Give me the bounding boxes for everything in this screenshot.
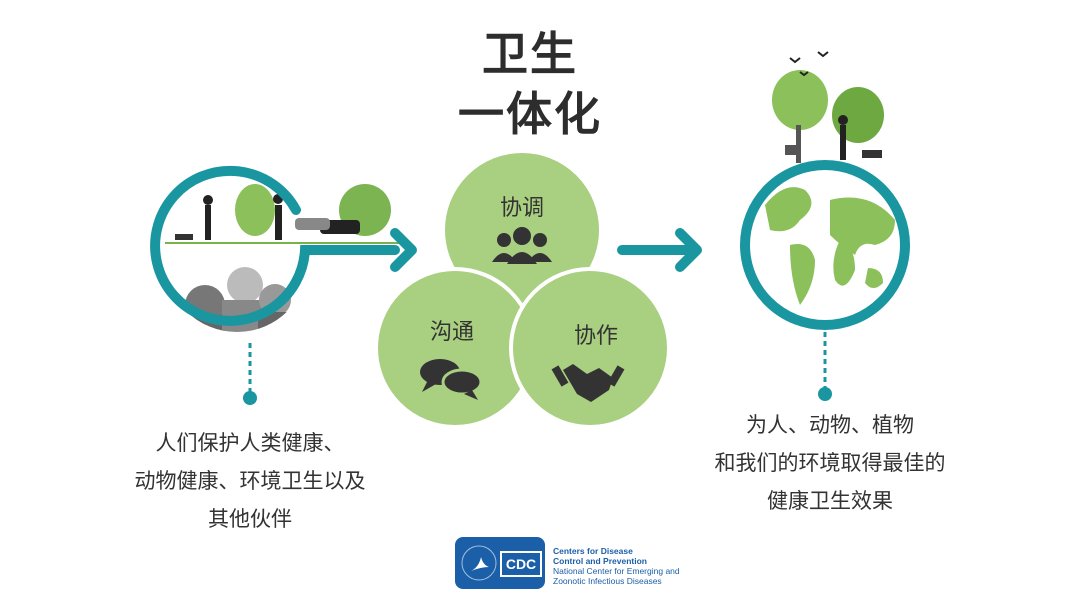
right-dot [818,387,832,401]
speech-bubbles-icon [420,359,483,400]
cdc-line-3: National Center for Emerging and [553,566,680,576]
right-text-line: 为人、动物、植物 [746,413,914,437]
venn-circle-right [509,267,671,429]
people-group-icon [492,227,552,264]
left-text-line: 人们保护人类健康、 [155,431,345,455]
right-text-line: 健康卫生效果 [767,489,893,513]
cdc-mark: CDC [500,551,542,577]
venn-label-coordination: 协调 [499,196,544,221]
right-arrow-head [675,228,702,272]
right-description: 为人、动物、植物 和我们的环境取得最佳的 健康卫生效果 [670,406,990,520]
venn-label-collaboration: 协作 [573,324,618,349]
cdc-logo: CDC [455,537,545,589]
cdc-line-4: Zoonotic Infectious Diseases [553,576,662,586]
title-line-1: 卫生 [482,27,578,81]
hhs-eagle-icon [461,545,497,581]
globe-icon [740,160,910,330]
venn-label-communication: 沟通 [429,320,474,345]
trees-people-animals-illustration [772,51,884,163]
left-description: 人们保护人类健康、 动物健康、环境卫生以及 其他伙伴 [90,424,410,538]
left-arrow-head [390,228,417,272]
cdc-agency-name: Centers for Disease Control and Preventi… [553,546,680,586]
left-dot [243,391,257,405]
left-text-line: 其他伙伴 [208,507,292,531]
cdc-line-2: Control and Prevention [553,556,647,566]
right-text-line: 和我们的环境取得最佳的 [714,451,946,475]
title-line-2: 一体化 [458,87,602,141]
people-animals-illustration [165,184,400,332]
left-text-line: 动物健康、环境卫生以及 [134,469,366,493]
cdc-line-1: Centers for Disease [553,546,633,556]
left-arrow-ring [150,165,400,326]
handshake-icon [551,364,625,402]
